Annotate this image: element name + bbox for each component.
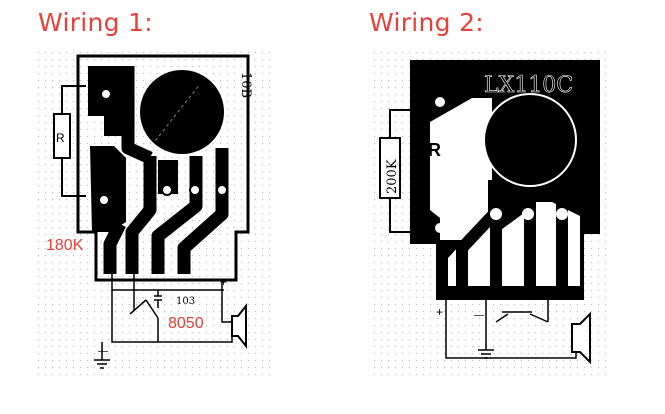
minus-label: — xyxy=(98,346,108,357)
white-region-lower xyxy=(448,202,580,286)
board-label: 10B xyxy=(238,72,253,98)
resistor xyxy=(53,113,71,159)
pcb-traces xyxy=(103,66,229,274)
copper-pad-top-left xyxy=(88,66,130,136)
resistor-leads xyxy=(61,85,86,197)
chip-label: LX110C xyxy=(484,73,573,98)
chip-highlight xyxy=(147,83,201,151)
ic-chip-blob xyxy=(483,93,577,187)
speaker-icon xyxy=(571,311,591,365)
copper-pad-bottom-left xyxy=(90,146,126,232)
pcb-outline xyxy=(76,54,250,282)
pcb-pins xyxy=(435,97,568,233)
resistor-label: R xyxy=(56,131,65,145)
transistor-label: 8050 xyxy=(168,315,204,332)
minus-label: — xyxy=(474,310,484,321)
plus-label: + xyxy=(436,305,443,319)
wiring-2-title: Wiring 2: xyxy=(369,8,485,37)
speaker-icon xyxy=(231,303,247,349)
resistor-label: R xyxy=(428,140,441,160)
plus-label: + xyxy=(220,275,227,289)
ic-chip-blob xyxy=(140,70,224,154)
wiring-1-diagram: 10B R 180K 103 8050 + — xyxy=(36,48,274,376)
copper-pad-small xyxy=(158,160,178,194)
white-region xyxy=(430,98,492,240)
resistor-leads xyxy=(389,109,410,233)
resistor xyxy=(379,137,401,199)
wiring-1-title: Wiring 1: xyxy=(38,8,154,37)
resistance-label: 200K xyxy=(385,159,400,194)
wiring-2-diagram: LX110C R 200K + — xyxy=(368,48,606,378)
external-circuit xyxy=(94,274,233,369)
resistance-label: 180K xyxy=(46,237,84,254)
pcb-pins xyxy=(98,88,228,206)
capacitor-label: 103 xyxy=(176,296,195,307)
